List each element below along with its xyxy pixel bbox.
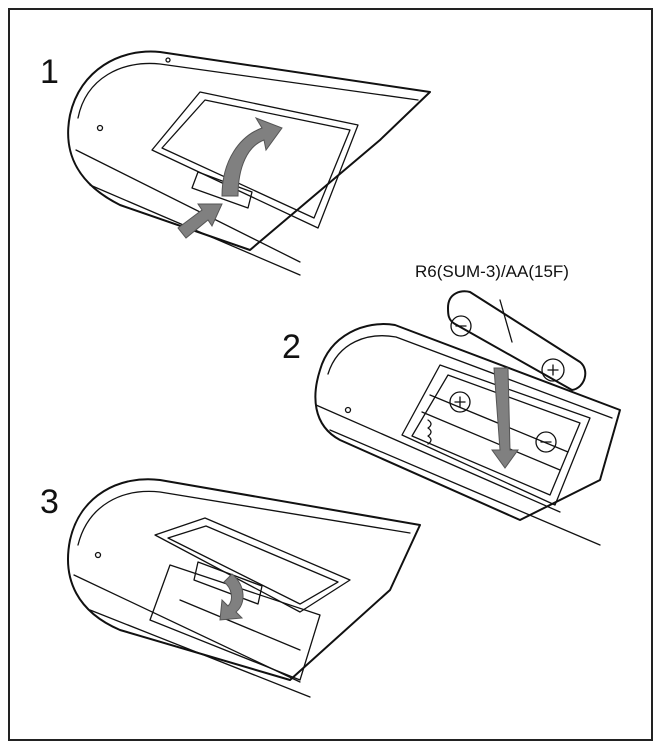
step3-remote-rim (77, 490, 411, 546)
step3-remote-illustration (67, 478, 421, 698)
step2-battery-illustration (447, 290, 587, 391)
step-number-1: 1 (40, 53, 59, 91)
step1-push-arrow-icon (177, 203, 223, 239)
step2-remote-rim (327, 335, 613, 419)
step3-remote-body (67, 478, 421, 681)
step-number-2: 2 (282, 328, 301, 366)
step3-close-arrow-icon (219, 573, 244, 621)
battery-minus-terminal (450, 315, 472, 337)
step2-remote-body (314, 323, 621, 521)
step3-battery-compartment (149, 564, 321, 681)
step2-screw-hole (344, 406, 352, 414)
step1-remote-body (67, 50, 431, 251)
step-number-3: 3 (40, 483, 59, 521)
step3-remote-side-line (73, 574, 301, 683)
step3-battery-cover-open (154, 517, 351, 613)
battery-label-leader (499, 299, 513, 343)
step2-remote-side-line (315, 404, 561, 513)
step1-remote-side-line (75, 149, 301, 263)
step1-screw-hole (96, 124, 104, 132)
step3-screw-hole (94, 551, 102, 559)
step1-remote-rim (77, 62, 419, 119)
step2-battery-body (447, 290, 587, 391)
step1-screw-hole-top (165, 57, 171, 63)
battery-type-label: R6(SUM-3)/AA(15F) (415, 262, 569, 281)
battery-plus-terminal (541, 358, 565, 382)
compartment-plus-marker (449, 391, 471, 413)
step2-polarity-markers (449, 391, 557, 453)
step1-remote-illustration (67, 50, 431, 276)
step1-cover-inner (161, 99, 351, 219)
step2-battery-compartment (401, 364, 591, 506)
compartment-minus-marker (535, 431, 557, 453)
step2-remote-illustration (314, 323, 621, 546)
step3-cover-inner (167, 525, 339, 605)
step3-remote-bottom-line (89, 609, 311, 698)
step2-compartment-inner (411, 374, 581, 496)
step3-battery (179, 599, 301, 651)
step2-remote-bottom-line (329, 429, 601, 546)
step2-spring (427, 419, 432, 445)
step1-lift-arrow-icon (221, 117, 283, 197)
step3-cover-tab (193, 561, 263, 605)
step2-installed-battery-1 (421, 411, 561, 471)
step1-battery-cover (151, 91, 359, 229)
step2-insert-arrow-icon (491, 367, 519, 469)
